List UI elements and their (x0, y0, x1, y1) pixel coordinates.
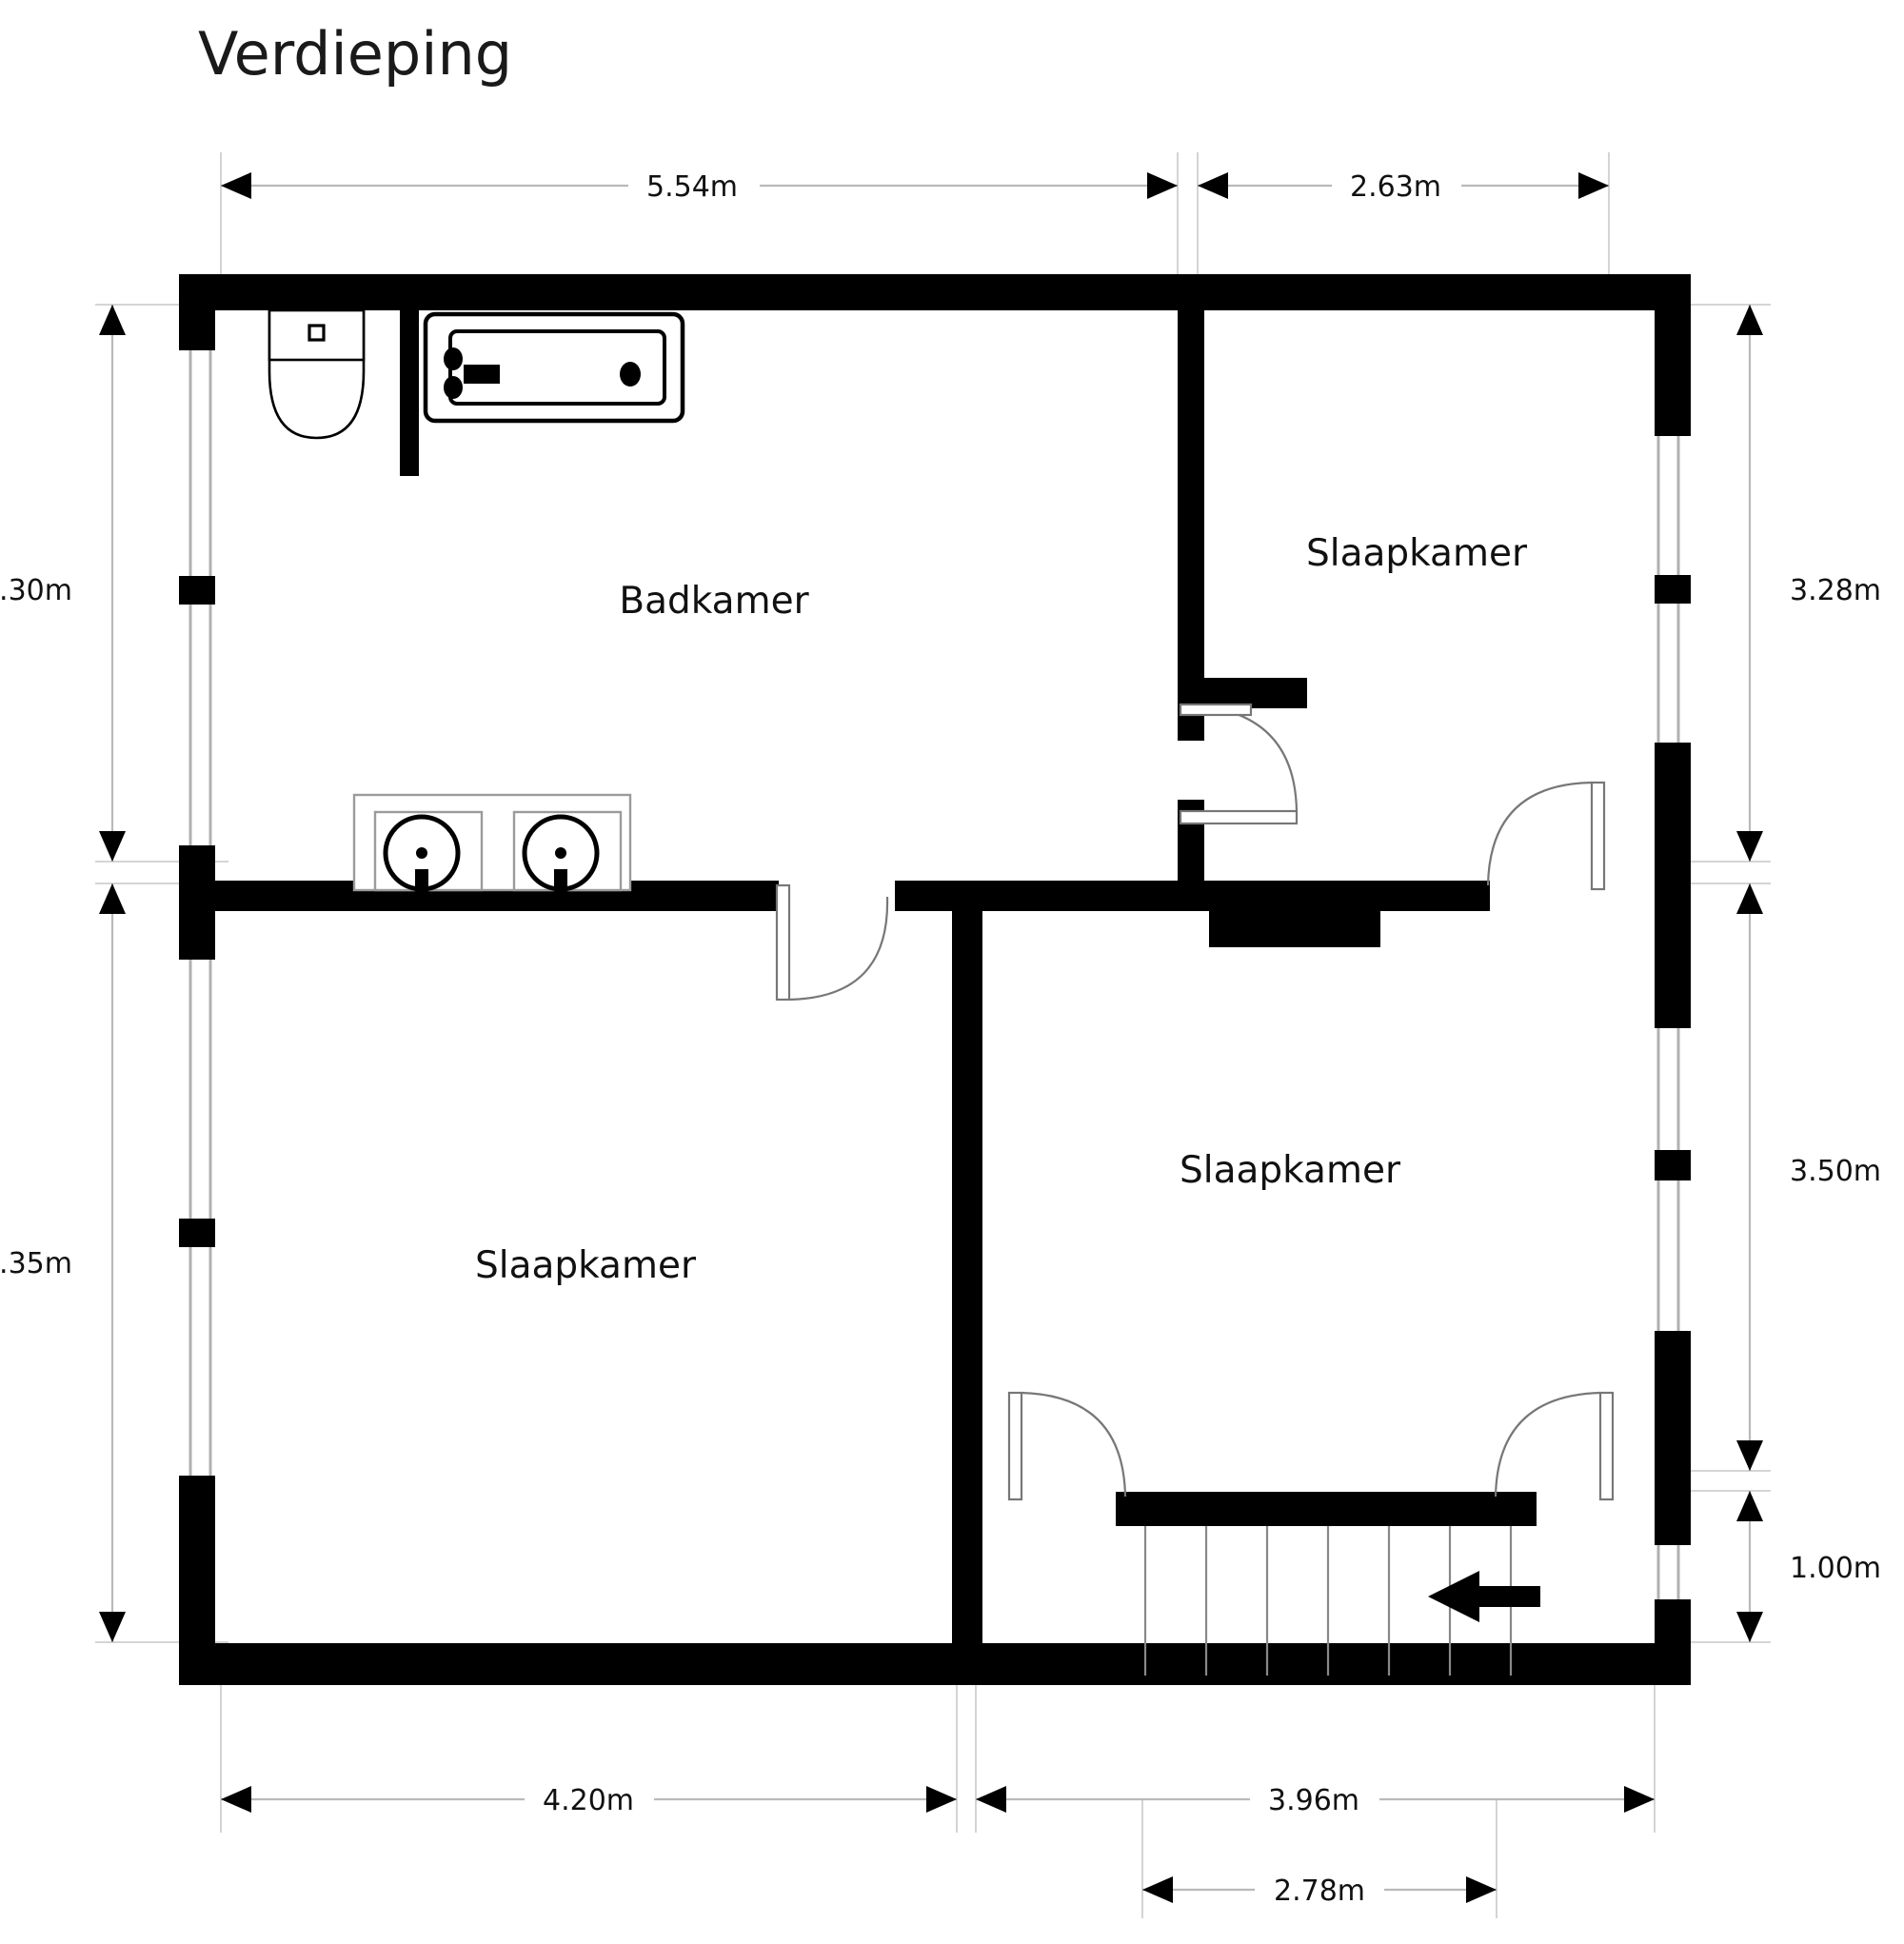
washbasin-vanity-icon (352, 793, 632, 894)
dimension-label: 4.20m (543, 1784, 634, 1817)
wall-exterior-right-pier-3 (1655, 743, 1691, 855)
wall-hall-right (1204, 881, 1490, 911)
doors-group (775, 703, 1615, 1501)
dimension-top-5-54: 5.54m (221, 164, 1178, 208)
dimension-bottom-3-96: 3.96m (976, 1777, 1655, 1821)
wall-stair-landing (1116, 1492, 1537, 1526)
dimension-label: 3.28m (1790, 574, 1881, 607)
wall-exterior-right-pier-5 (1655, 1150, 1691, 1180)
door-stair-left[interactable] (1007, 1391, 1127, 1501)
dimension-bottom-2-78: 2.78m (1142, 1868, 1497, 1912)
dimension-label: 3.50m (1790, 1155, 1881, 1188)
staircase (1143, 1526, 1540, 1676)
wall-exterior-left-pier-4 (179, 1219, 215, 1247)
room-label-slaapkamer-top-right: Slaapkamer (1306, 532, 1528, 575)
room-label-slaapkamer-bottom-left: Slaapkamer (475, 1244, 697, 1287)
wall-exterior-left-pier-1 (179, 274, 215, 350)
wall-exterior-left-pier-2 (179, 576, 215, 605)
dimension-label: 1.00m (1790, 1552, 1881, 1585)
dimension-label: 2.78m (1274, 1875, 1365, 1908)
wall-hall-threshold (1209, 911, 1380, 947)
dimension-label: 2.63m (1350, 170, 1441, 204)
door-stair-right[interactable] (1494, 1391, 1615, 1501)
wall-exterior-right-pier-2 (1655, 575, 1691, 604)
dimension-bottom-4-20: 4.20m (221, 1777, 957, 1821)
dimension-group-top: 5.54m 2.63m (220, 152, 1610, 286)
dimension-right-3-50: 3.50m (1736, 883, 1881, 1471)
fixture-group-bathroom (268, 308, 685, 894)
dimension-right-1-00: 1.00m (1736, 1491, 1881, 1642)
room-labels-group: Badkamer Slaapkamer Slaapkamer Slaapkame… (475, 532, 1528, 1287)
room-label-slaapkamer-bottom-right: Slaapkamer (1180, 1149, 1401, 1192)
dimension-label: 3.30m (0, 574, 72, 607)
dimension-label: 3.96m (1268, 1784, 1359, 1817)
wall-central-vertical (952, 881, 982, 1685)
wall-left-return-bottom (179, 1643, 236, 1685)
room-label-badkamer: Badkamer (619, 580, 809, 623)
bathtub-icon (423, 311, 685, 424)
dimension-label: 4.35m (0, 1247, 72, 1280)
wall-exterior-right-pier-7 (1655, 1599, 1691, 1685)
dimension-label: 5.54m (646, 170, 738, 204)
door-slaapkamer-right-upper[interactable] (1486, 781, 1606, 891)
wall-exterior-right-pier-4 (1655, 855, 1691, 1028)
dimension-group-right: 3.28m 3.50m 1.00m (1676, 304, 1881, 1643)
wall-bathroom-alcove (400, 286, 419, 476)
wall-door-jamb-stub-tr (1204, 678, 1307, 708)
toilet-icon (268, 308, 366, 440)
dimension-group-bottom: 4.20m 3.96m 2.78m (220, 1685, 1656, 1918)
page-title: Verdieping (198, 19, 512, 89)
dimension-top-2-63: 2.63m (1198, 164, 1609, 208)
wall-exterior-bottom (179, 1643, 1691, 1685)
door-slaapkamer-top-right[interactable] (1179, 703, 1299, 825)
dimension-left-4-35: 4.35m (0, 883, 126, 1642)
dimension-right-3-28: 3.28m (1736, 305, 1881, 862)
wall-exterior-right-pier-1 (1655, 274, 1691, 436)
dimension-group-left: 3.30m 4.35m (0, 304, 228, 1643)
window-glazing-group (188, 286, 1680, 1647)
wall-badkamer-bottom-right (895, 881, 1204, 911)
door-badkamer[interactable] (775, 883, 889, 1002)
dimension-left-3-30: 3.30m (0, 305, 126, 862)
stair-direction-arrow-icon (1428, 1571, 1540, 1622)
wall-badkamer-slaapkamer-tr (1178, 274, 1204, 741)
wall-exterior-top (179, 274, 1691, 310)
walls-group (179, 274, 1691, 1685)
wall-exterior-right-pier-6 (1655, 1331, 1691, 1545)
